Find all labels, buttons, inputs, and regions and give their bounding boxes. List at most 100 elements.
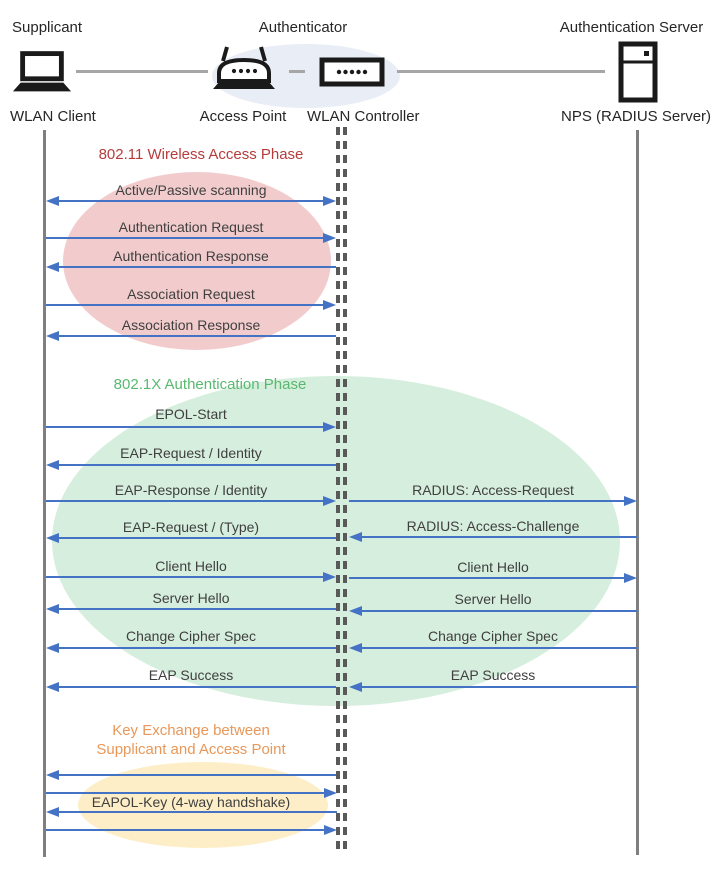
arrow-shaft: [46, 426, 325, 428]
message-label: EAP-Request / (Type): [122, 519, 260, 535]
arrowhead-left-icon: [349, 643, 362, 653]
key-exchange-phase-ellipse: [78, 762, 328, 848]
message-arrow: [46, 422, 336, 432]
arrow-shaft: [57, 464, 336, 466]
message-label: Authentication Response: [113, 248, 269, 264]
link-ap-controller: [289, 70, 305, 73]
lifeline-authenticator-dash-2: [343, 127, 347, 851]
arrowhead-left-icon: [46, 262, 59, 272]
lifeline-wlan-client: [43, 130, 46, 857]
message-label: Authentication Request: [118, 219, 264, 235]
message-arrow: [46, 533, 336, 543]
arrowhead-right-icon: [324, 825, 337, 835]
link-controller-server: [397, 70, 605, 73]
message-arrow: [46, 460, 336, 470]
server-icon: [618, 41, 658, 103]
arrowhead-right-icon: [323, 300, 336, 310]
arrow-shaft: [57, 686, 336, 688]
handshake-arrow-3: [46, 807, 337, 817]
message-label: Association Request: [127, 286, 255, 302]
message-label: Client Hello: [457, 559, 529, 575]
arrowhead-right-icon: [323, 572, 336, 582]
arrow-shaft: [46, 237, 325, 239]
arrow-shaft: [57, 335, 336, 337]
message-arrow: [349, 532, 637, 542]
arrowhead-left-icon: [46, 770, 59, 780]
arrow-shaft: [46, 304, 325, 306]
phase2-title: 802.1X Authentication Phase: [113, 376, 307, 393]
message-label: EAP-Response / Identity: [114, 482, 268, 498]
message-label: EAP-Request / Identity: [120, 445, 262, 461]
arrowhead-left-icon: [349, 606, 362, 616]
message-arrow: [349, 643, 637, 653]
message-label: Active/Passive scanning: [115, 182, 267, 198]
role-supplicant: Supplicant: [12, 19, 83, 36]
message-arrow: [46, 300, 336, 310]
lifeline-authenticator-dash-1: [336, 127, 340, 851]
arrow-shaft: [57, 266, 336, 268]
message-arrow: [349, 573, 637, 583]
message-arrow: [46, 196, 336, 206]
arrowhead-left-icon: [46, 331, 59, 341]
link-client-ap: [76, 70, 208, 73]
arrowhead-left-icon: [46, 807, 59, 817]
role-authenticator: Authenticator: [258, 19, 348, 36]
message-label: EAP Success: [450, 667, 536, 683]
message-label: Change Cipher Spec: [428, 628, 558, 644]
arrowhead-left-icon: [46, 604, 59, 614]
arrow-shaft: [360, 536, 637, 538]
arrow-shaft: [360, 610, 637, 612]
message-label: Server Hello: [454, 591, 532, 607]
message-arrow: [46, 682, 336, 692]
arrowhead-left-icon: [46, 682, 59, 692]
arrow-shaft: [46, 500, 325, 502]
arrow-shaft: [46, 792, 326, 794]
message-label: RADIUS: Access-Request: [412, 482, 574, 498]
message-label: Association Response: [121, 317, 261, 333]
arrowhead-right-icon: [324, 788, 337, 798]
access-point-icon: [213, 46, 275, 89]
message-arrow: [46, 643, 336, 653]
arrow-shaft: [57, 608, 336, 610]
arrowhead-left-icon: [349, 532, 362, 542]
arrow-shaft: [360, 647, 637, 649]
arrowhead-left-icon: [46, 643, 59, 653]
arrow-shaft: [360, 686, 637, 688]
arrowhead-left-icon: [46, 196, 59, 206]
node-access-point: Access Point: [199, 108, 287, 125]
node-nps-server: NPS (RADIUS Server): [561, 108, 712, 125]
arrow-shaft: [57, 537, 336, 539]
arrow-shaft: [46, 829, 326, 831]
arrowhead-left-icon: [46, 533, 59, 543]
message-arrow: [46, 572, 336, 582]
arrow-shaft: [46, 576, 325, 578]
arrow-shaft: [57, 200, 325, 202]
wlan-controller-icon: [319, 57, 385, 87]
phase1-title: 802.11 Wireless Access Phase: [98, 146, 304, 163]
message-label: RADIUS: Access-Challenge: [406, 518, 580, 534]
arrowhead-right-icon: [323, 422, 336, 432]
phase3-title-line2: Supplicant and Access Point: [96, 741, 286, 758]
role-authentication-server: Authentication Server: [559, 19, 704, 36]
message-arrow: [349, 682, 637, 692]
message-arrow: [46, 496, 336, 506]
arrow-shaft: [349, 577, 626, 579]
arrowhead-left-icon: [349, 682, 362, 692]
arrowhead-right-icon: [323, 233, 336, 243]
arrow-shaft: [349, 500, 626, 502]
message-label: Server Hello: [152, 590, 230, 606]
laptop-icon: [12, 51, 72, 92]
message-arrow: [46, 233, 336, 243]
phase3-title-line1: Key Exchange between: [112, 722, 270, 739]
phase3-title: Key Exchange between Supplicant and Acce…: [46, 721, 336, 759]
message-label: EPOL-Start: [155, 406, 227, 422]
message-label: EAP Success: [148, 667, 234, 683]
handshake-arrow-4: [46, 825, 337, 835]
arrowhead-right-icon: [624, 573, 637, 583]
node-wlan-controller: WLAN Controller: [307, 108, 420, 125]
message-label: Change Cipher Spec: [126, 628, 256, 644]
arrow-shaft: [57, 774, 337, 776]
arrowhead-left-icon: [46, 460, 59, 470]
node-wlan-client: WLAN Client: [10, 108, 96, 125]
